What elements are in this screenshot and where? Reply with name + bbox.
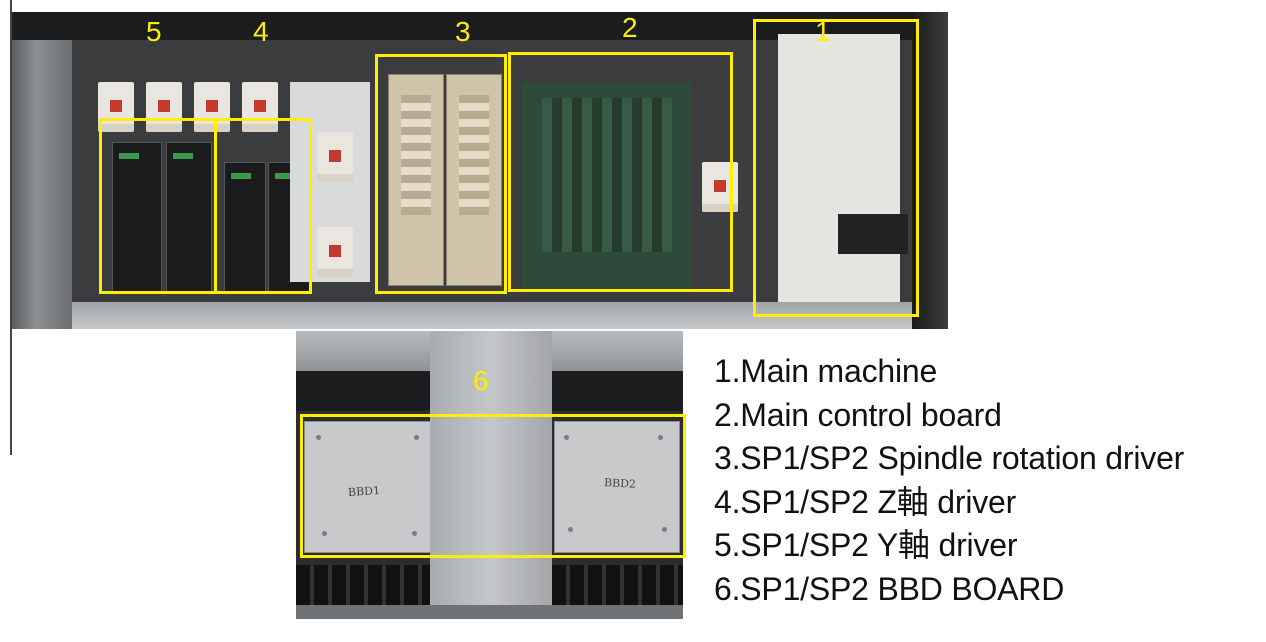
screw bbox=[414, 435, 419, 440]
bbd-board-right bbox=[554, 421, 680, 553]
breaker bbox=[317, 132, 353, 182]
main-machine-pc bbox=[778, 34, 908, 306]
breaker bbox=[242, 82, 278, 132]
callout-box-1 bbox=[753, 19, 919, 317]
legend-item-main-control-board: 2.Main control board bbox=[714, 396, 1002, 433]
screw bbox=[662, 527, 667, 532]
breaker bbox=[146, 82, 182, 132]
z-axis-driver bbox=[224, 162, 266, 294]
legend-item-spindle-driver: 3.SP1/SP2 Spindle rotation driver bbox=[714, 440, 1185, 476]
legend-item-main-machine: 1.Main machine bbox=[714, 353, 938, 389]
component-legend: 1.Main machine 2.Main control board 3.SP… bbox=[714, 350, 1184, 611]
breaker bbox=[317, 227, 353, 277]
callout-box-6 bbox=[300, 414, 686, 558]
callout-number-1: 1 bbox=[815, 16, 831, 47]
callout-number-6: 6 bbox=[473, 365, 489, 396]
main-control-board bbox=[522, 82, 692, 292]
legend-item-y-axis-driver: 5.SP1/SP2 Y軸 driver bbox=[714, 527, 1018, 563]
legend-item-bbd-board: 6.SP1/SP2 BBD BOARD bbox=[714, 570, 1065, 607]
callout-box-3 bbox=[375, 54, 507, 294]
callout-number-2: 2 bbox=[622, 12, 638, 43]
callout-box-4 bbox=[214, 118, 312, 294]
spindle-driver bbox=[446, 74, 502, 286]
screw bbox=[568, 527, 573, 532]
callout-number-3: 3 bbox=[455, 16, 471, 47]
center-plate bbox=[430, 331, 552, 619]
screw bbox=[564, 435, 569, 440]
floor-rail bbox=[296, 605, 683, 619]
screw bbox=[658, 435, 663, 440]
legend-item-z-axis-driver: 4.SP1/SP2 Z軸 driver bbox=[714, 483, 1017, 520]
spindle-driver bbox=[388, 74, 444, 286]
callout-number-4: 4 bbox=[253, 16, 269, 47]
breaker bbox=[98, 82, 134, 132]
bbd-board-photo: BBD1 BBD2 bbox=[296, 331, 683, 619]
screw bbox=[412, 531, 417, 536]
cabinet-left-wall bbox=[12, 40, 72, 329]
callout-number-5: 5 bbox=[146, 16, 162, 47]
screw bbox=[316, 435, 321, 440]
left-edge-line bbox=[10, 0, 12, 455]
cable-chain bbox=[552, 565, 683, 605]
callout-box-2 bbox=[508, 52, 733, 292]
breaker bbox=[194, 82, 230, 132]
cable-chain bbox=[296, 565, 430, 605]
callout-box-5 bbox=[99, 118, 217, 294]
screw bbox=[322, 531, 327, 536]
y-axis-driver bbox=[166, 142, 212, 294]
